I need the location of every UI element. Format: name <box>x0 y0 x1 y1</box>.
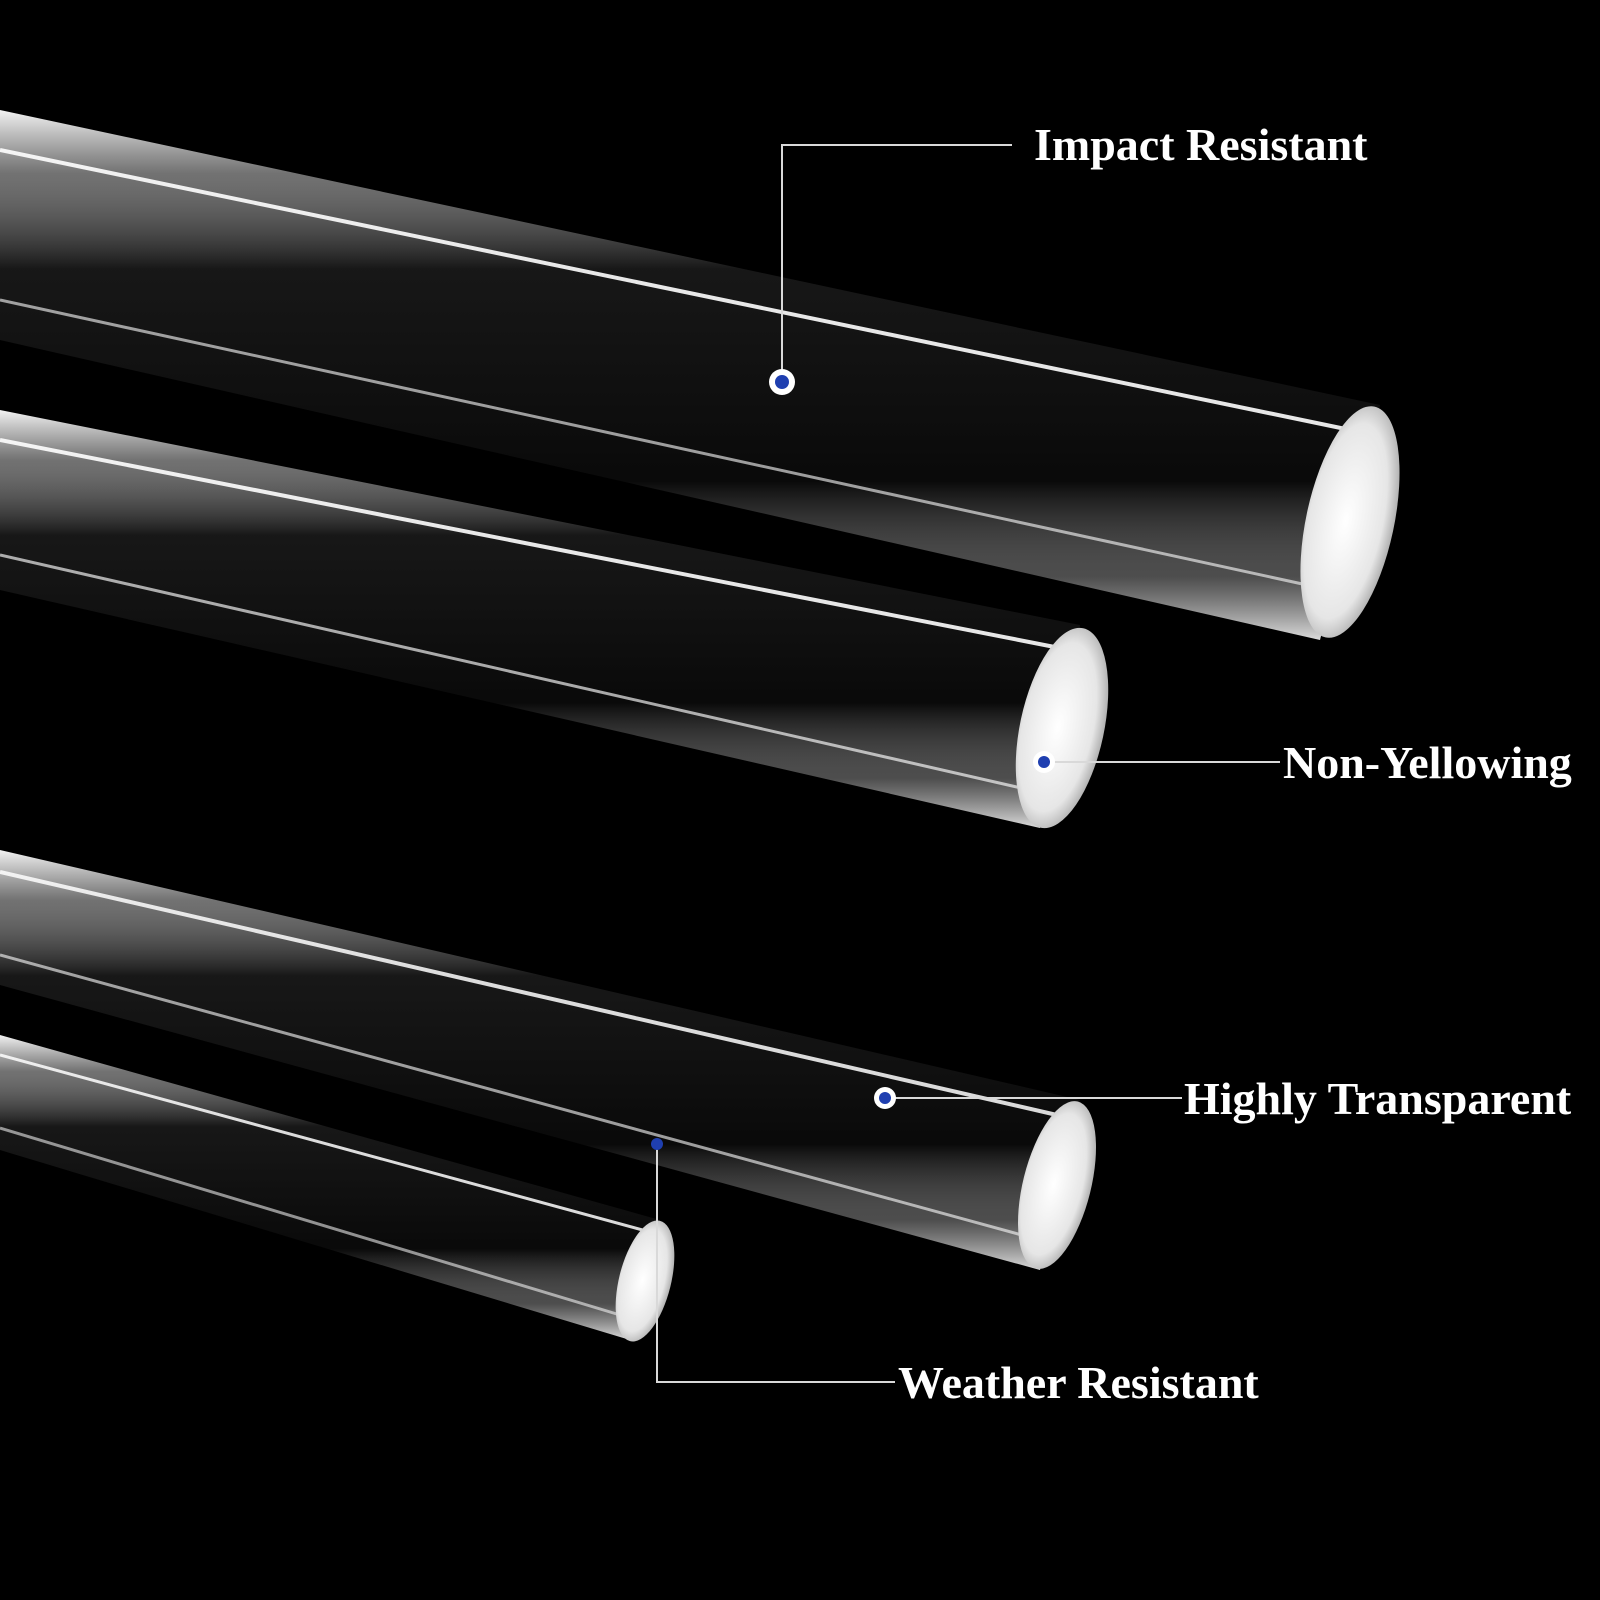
acrylic-rod-3 <box>0 850 1097 1270</box>
callout-label-weather-resistant: Weather Resistant <box>898 1357 1259 1408</box>
marker-dot-impact <box>769 369 795 395</box>
marker-dot-transparent <box>874 1087 896 1109</box>
acrylic-rod-4 <box>0 1035 675 1342</box>
callout-line-impact <box>781 144 1012 382</box>
acrylic-rod-1 <box>0 110 1400 640</box>
acrylic-rod-2 <box>0 410 1109 829</box>
marker-dot-nonyellow <box>1033 751 1055 773</box>
callout-line-weather <box>656 1144 895 1383</box>
callout-label-highly-transparent: Highly Transparent <box>1184 1073 1572 1124</box>
callout-label-impact-resistant: Impact Resistant <box>1034 119 1368 170</box>
marker-dot-weather <box>651 1138 663 1150</box>
callout-label-non-yellowing: Non-Yellowing <box>1283 737 1572 788</box>
